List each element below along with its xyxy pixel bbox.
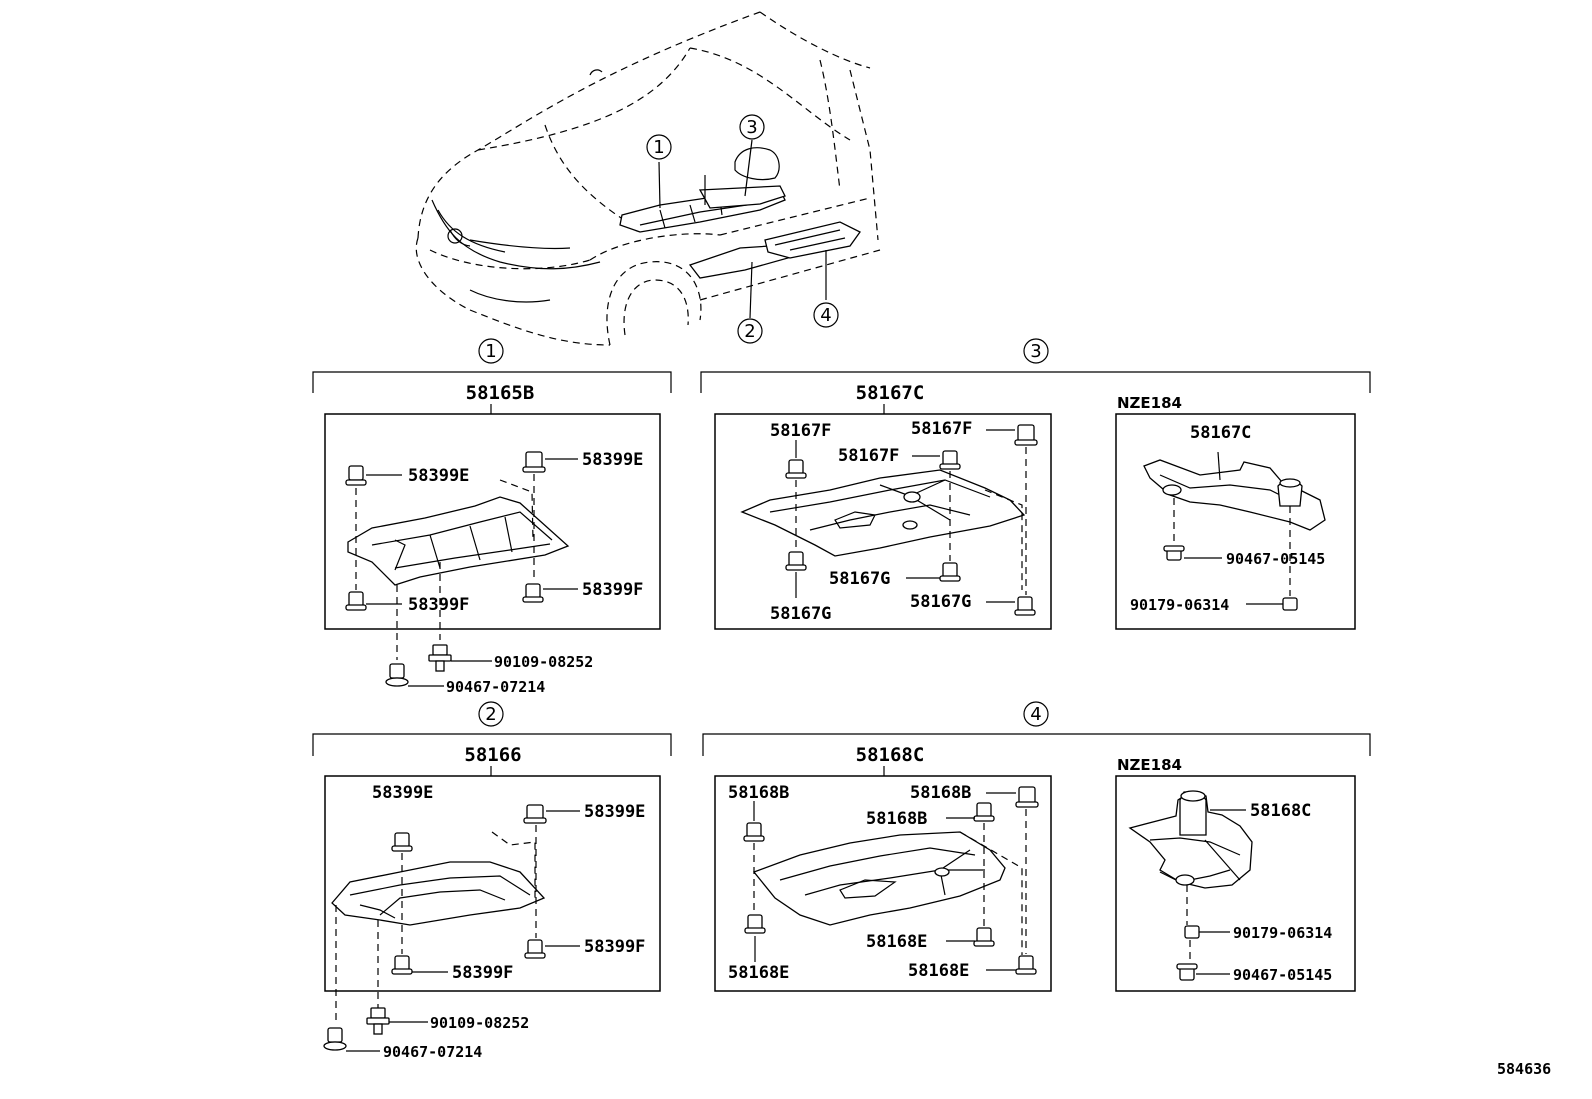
g1-clip-label: 90467-07214 [446, 678, 545, 696]
g3-58167g-c: 58167G [770, 604, 831, 624]
group-4-nze184: NZE184 58168C 90179-06314 90467-05145 [1115, 756, 1356, 992]
g3-58167f-b: 58167F [911, 419, 972, 439]
g3-nze184-clip: 90467-05145 [1226, 550, 1325, 568]
g2-58399f-right: 58399F [584, 937, 645, 957]
g3-58167g-b: 58167G [910, 592, 971, 612]
g4-nze184-part: 58168C [1250, 801, 1311, 821]
g3-nze184-caption: NZE184 [1117, 394, 1182, 412]
g4-58168b-c: 58168B [866, 809, 927, 829]
svg-text:1: 1 [653, 137, 664, 158]
g4-58168e-c: 58168E [728, 963, 789, 983]
svg-text:3: 3 [746, 117, 757, 138]
group-2-title: 58166 [464, 744, 521, 766]
callout-4-car: 4 [813, 302, 839, 328]
group-1-title: 58165B [466, 382, 535, 404]
group-3-title: 58167C [856, 382, 925, 404]
group-4-callout: 4 [1030, 704, 1041, 725]
group-4: 4 58168C 58168B 58168B 58 [702, 701, 1371, 992]
g3-nze184-part: 58167C [1190, 423, 1251, 443]
g1-58399f-left: 58399F [408, 595, 469, 615]
group-4-title: 58168C [856, 744, 925, 766]
g2-clip-label: 90467-07214 [383, 1043, 482, 1061]
group-3-nze184: NZE184 58167C 90467-05145 90179-06314 [1115, 394, 1356, 630]
g1-58399e-right: 58399E [582, 450, 643, 470]
g3-58167f-c: 58167F [838, 446, 899, 466]
g2-58399f-left: 58399F [452, 963, 513, 983]
callout-2-car: 2 [737, 318, 763, 344]
g3-58167g-a: 58167G [829, 569, 890, 589]
g1-bolt-label: 90109-08252 [494, 653, 593, 671]
svg-text:2: 2 [744, 321, 755, 342]
svg-text:4: 4 [820, 305, 831, 326]
group-1-callout: 1 [485, 341, 496, 362]
g4-58168e-b: 58168E [908, 961, 969, 981]
g3-nze184-screw: 90179-06314 [1130, 596, 1229, 614]
g2-bolt-label: 90109-08252 [430, 1014, 529, 1032]
g4-58168b-a: 58168B [728, 783, 789, 803]
group-3: 3 58167C 58167F 58167F [700, 338, 1371, 630]
g4-58168e-a: 58168E [866, 932, 927, 952]
g3-58167f-a: 58167F [770, 421, 831, 441]
g4-nze184-screw: 90179-06314 [1233, 924, 1332, 942]
g1-58399f-right: 58399F [582, 580, 643, 600]
group-2-callout: 2 [485, 704, 496, 725]
g4-nze184-caption: NZE184 [1117, 756, 1182, 774]
g4-58168b-b: 58168B [910, 783, 971, 803]
callout-3-car: 3 [739, 114, 765, 140]
g2-58399e-right: 58399E [584, 802, 645, 822]
group-2: 2 58166 58399E 58399E 58399F [312, 701, 672, 1061]
g4-nze184-clip: 90467-05145 [1233, 966, 1332, 984]
g2-58399e-left: 58399E [372, 783, 433, 803]
callout-1-car: 1 [646, 134, 672, 160]
group-1: 1 58165B [312, 338, 672, 696]
figure-id: 584636 [1497, 1060, 1551, 1078]
group-3-callout: 3 [1030, 341, 1041, 362]
g1-58399e-left: 58399E [408, 466, 469, 486]
car-overview [415, 11, 881, 346]
